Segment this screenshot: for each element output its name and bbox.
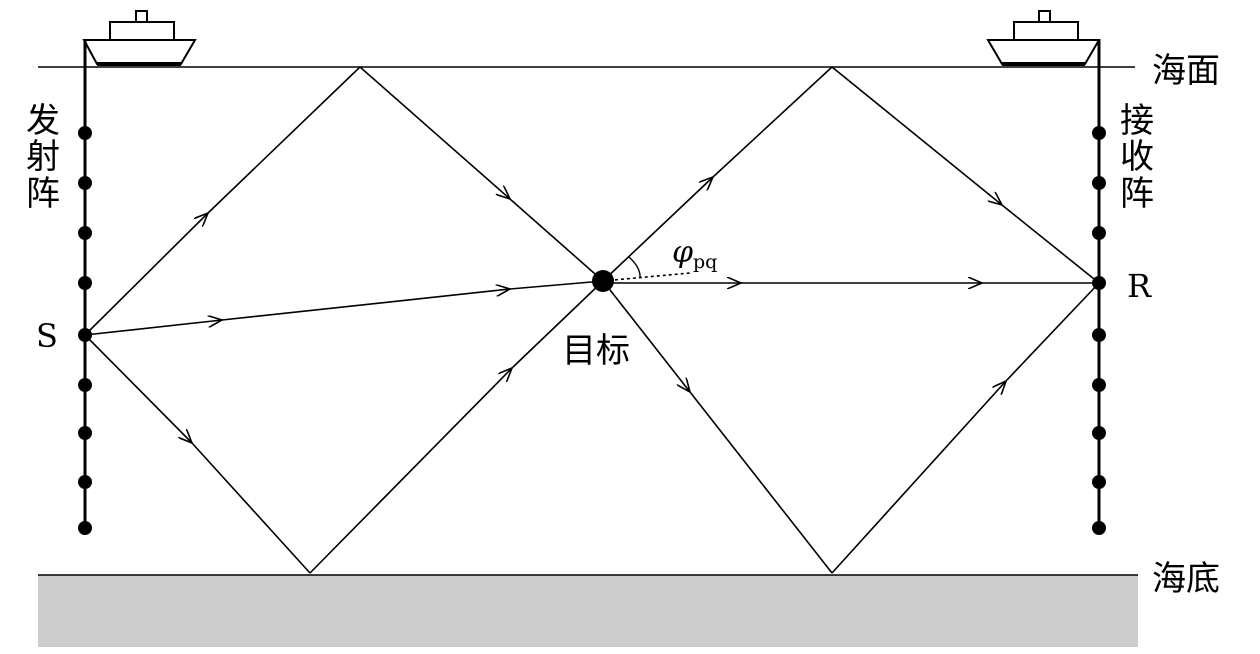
seabed <box>38 575 1138 647</box>
receive-array-label-2: 收 <box>1120 137 1154 177</box>
ray-surface-to-target <box>509 198 604 282</box>
receive-array <box>1092 40 1106 535</box>
source-label: S <box>36 317 58 355</box>
ray-target-to-bottom <box>689 391 833 574</box>
sea-surface-label: 海面 <box>1152 51 1220 91</box>
angle-arc <box>628 256 641 279</box>
ship-icon <box>82 10 197 66</box>
receive-array-label-3: 阵 <box>1120 174 1154 214</box>
transmit-array-label-1: 发 <box>26 101 60 141</box>
ray-bottom-to-target <box>309 368 512 574</box>
ray-s-to-target-direct <box>221 289 510 321</box>
sea-floor-label: 海底 <box>1152 559 1220 599</box>
ray-bottom-to-receiver <box>831 381 1006 574</box>
transmit-array <box>78 40 92 535</box>
ray-target-to-surface <box>712 66 833 178</box>
receive-array-label-1: 接 <box>1120 101 1154 141</box>
receiver-label: R <box>1127 267 1152 305</box>
ship-icon <box>986 10 1101 66</box>
transmit-array-label-3: 阵 <box>26 174 60 214</box>
transmit-array-label-2: 射 <box>26 137 60 177</box>
angle-label: φpq <box>672 235 717 273</box>
ray-target-to-surface <box>602 177 713 282</box>
angle-symbol: φ <box>672 235 693 270</box>
ray-target-to-bottom <box>602 280 690 392</box>
ray-s-to-surface <box>84 213 208 336</box>
ray-s-to-bottom <box>191 442 311 574</box>
angle-reference-line <box>602 272 691 282</box>
ray-s-to-surface <box>207 66 361 214</box>
ray-s-to-target-direct <box>84 320 222 336</box>
ray-surface-to-receiver <box>831 66 1002 205</box>
angle-subscript: pq <box>693 251 717 273</box>
ray-bottom-to-target <box>511 280 604 369</box>
target-label: 目标 <box>562 331 630 371</box>
ray-surface-to-receiver <box>1001 204 1100 284</box>
ray-surface-to-target <box>359 66 510 199</box>
ray-bottom-to-receiver <box>1005 282 1100 382</box>
ray-s-to-bottom <box>84 334 192 443</box>
ray-s-to-target-direct <box>509 280 604 290</box>
target-marker <box>592 270 614 292</box>
